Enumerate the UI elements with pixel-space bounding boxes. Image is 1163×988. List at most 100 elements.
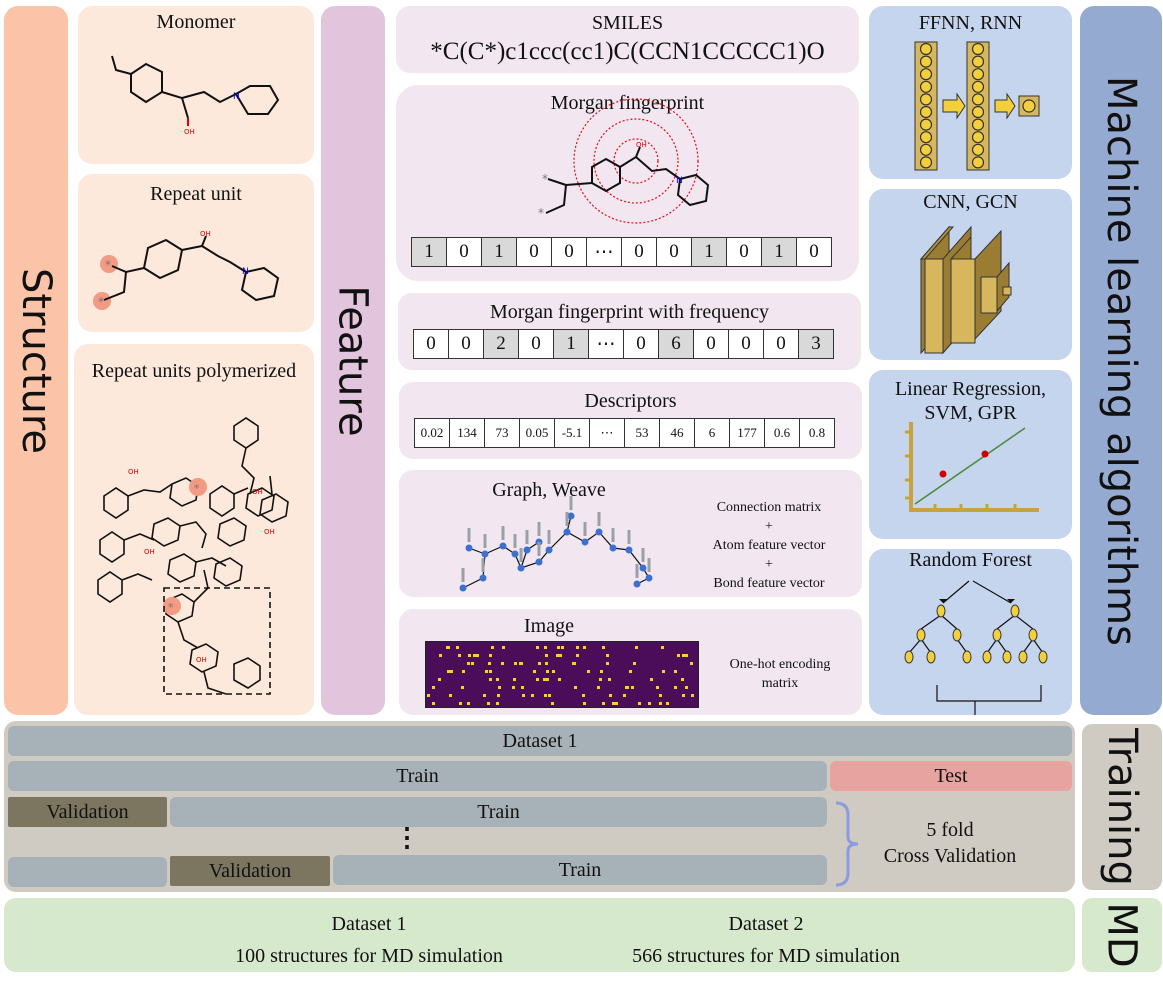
one-hot-pixel (677, 654, 680, 657)
dataset-bar-label: Dataset 1 (502, 729, 578, 752)
tree-node (1038, 650, 1048, 664)
neuron-node (919, 131, 933, 144)
one-hot-pixel (432, 686, 435, 689)
morgan-bit-cell: 1 (691, 237, 727, 267)
one-hot-pixel (536, 646, 539, 649)
neuron-node (919, 93, 933, 106)
cv-brace (835, 801, 859, 887)
graph-line-5: Bond feature vector (713, 576, 825, 591)
one-hot-pixel (496, 702, 499, 705)
one-hot-pixel (501, 662, 504, 665)
one-hot-pixel (489, 678, 492, 681)
morgan-freq-cell: 3 (798, 329, 834, 359)
one-hot-pixel (546, 678, 549, 681)
svg-text:OH: OH (636, 141, 647, 149)
svg-text:N: N (233, 92, 240, 102)
one-hot-pixel (512, 686, 515, 689)
morgan-freq-cell: 6 (658, 329, 694, 359)
neuron-node (971, 42, 985, 56)
svg-text:N: N (676, 176, 683, 186)
one-hot-pixel (583, 702, 586, 705)
neuron-node (919, 143, 933, 156)
svg-text:*: * (538, 206, 544, 220)
one-hot-pixel (552, 670, 555, 673)
fold5-validation-label: Validation (208, 859, 292, 882)
one-hot-pixel (488, 662, 491, 665)
svg-text:OH: OH (196, 656, 207, 664)
polymerized-panel: Repeat units polymerized (74, 344, 314, 715)
one-hot-pixel (606, 662, 609, 665)
descriptor-cell: 6 (694, 418, 730, 448)
descriptor-cell: 0.02 (414, 418, 450, 448)
md-dataset2-desc: 566 structures for MD simulation (632, 945, 900, 967)
graph-title: Graph, Weave (492, 479, 606, 501)
one-hot-pixel (485, 670, 488, 673)
morgan-bit-cell: ⋯ (586, 237, 622, 267)
ffnn-panel: FFNN, RNN (869, 6, 1072, 179)
one-hot-pixel (674, 686, 677, 689)
one-hot-pixel (691, 694, 694, 697)
one-hot-pixel (674, 670, 677, 673)
tree-node (992, 628, 1002, 642)
one-hot-pixel (538, 662, 541, 665)
atom-feature-bar (537, 542, 541, 556)
one-hot-pixel (471, 662, 474, 665)
fold1-validation-label: Validation (46, 800, 129, 823)
random-forest-diagram (904, 580, 1048, 715)
svg-text:*: * (98, 295, 104, 309)
neuron-node (919, 118, 933, 131)
random-forest-panel: Random Forest (869, 549, 1072, 715)
graph-atom-node (645, 574, 653, 582)
morgan-freq-cell: 0 (763, 329, 799, 359)
neuron-node (919, 68, 933, 81)
one-hot-pixel (626, 686, 629, 689)
one-hot-pixel (559, 654, 562, 657)
one-hot-pixel (522, 694, 525, 697)
one-hot-pixel (659, 702, 662, 705)
morgan-bit-cell: 0 (621, 237, 657, 267)
tree-node (962, 650, 972, 664)
atom-feature-bar (597, 512, 601, 526)
one-hot-pixel (462, 670, 465, 673)
one-hot-pixel (556, 654, 559, 657)
training-panel: Dataset 1 Train Test Validation Train ⋮ … (4, 721, 1075, 892)
one-hot-pixel (659, 694, 662, 697)
one-hot-pixel (461, 686, 464, 689)
neuron-node (971, 156, 985, 169)
cv-line-2: Cross Validation (883, 845, 1017, 867)
svg-text:*: * (194, 482, 200, 495)
descriptor-cell: 53 (624, 418, 660, 448)
graph-atom-node (567, 512, 575, 520)
ml-label: Machine learning algorithms (1098, 75, 1145, 646)
graph-line-1: Connection matrix (716, 500, 822, 515)
svg-text:N: N (242, 267, 249, 277)
svg-text:*: * (542, 172, 548, 186)
descriptor-cell: ⋯ (589, 418, 625, 448)
one-hot-pixel (446, 646, 449, 649)
atom-feature-bar (467, 528, 471, 542)
graph-atom-node (517, 564, 525, 572)
atom-feature-bar (513, 534, 517, 548)
neuron-node (971, 118, 985, 131)
morgan-bit-cell: 0 (656, 237, 692, 267)
one-hot-pixel (502, 646, 505, 649)
morgan-title: Morgan fingerprint (550, 92, 705, 114)
svg-text:OH: OH (184, 128, 195, 136)
one-hot-pixel (489, 654, 492, 657)
fold1-validation-bar: Validation (8, 797, 167, 827)
test-bar: Test (830, 761, 1072, 791)
one-hot-pixel (439, 654, 442, 657)
structure-label: Structure (13, 267, 60, 454)
graph-atom-node (523, 546, 531, 554)
one-hot-pixel (690, 662, 693, 665)
image-panel: Image One-hot encoding matrix (399, 609, 862, 715)
graph-atom-node (511, 550, 519, 558)
md-panel: Dataset 1 100 structures for MD simulati… (4, 898, 1075, 972)
atom-feature-bar (537, 522, 541, 536)
one-hot-pixel (483, 694, 486, 697)
linreg-panel: Linear Regression, SVM, GPR (869, 370, 1072, 539)
one-hot-pixel (450, 670, 453, 673)
graph-line-2: + (765, 519, 773, 534)
